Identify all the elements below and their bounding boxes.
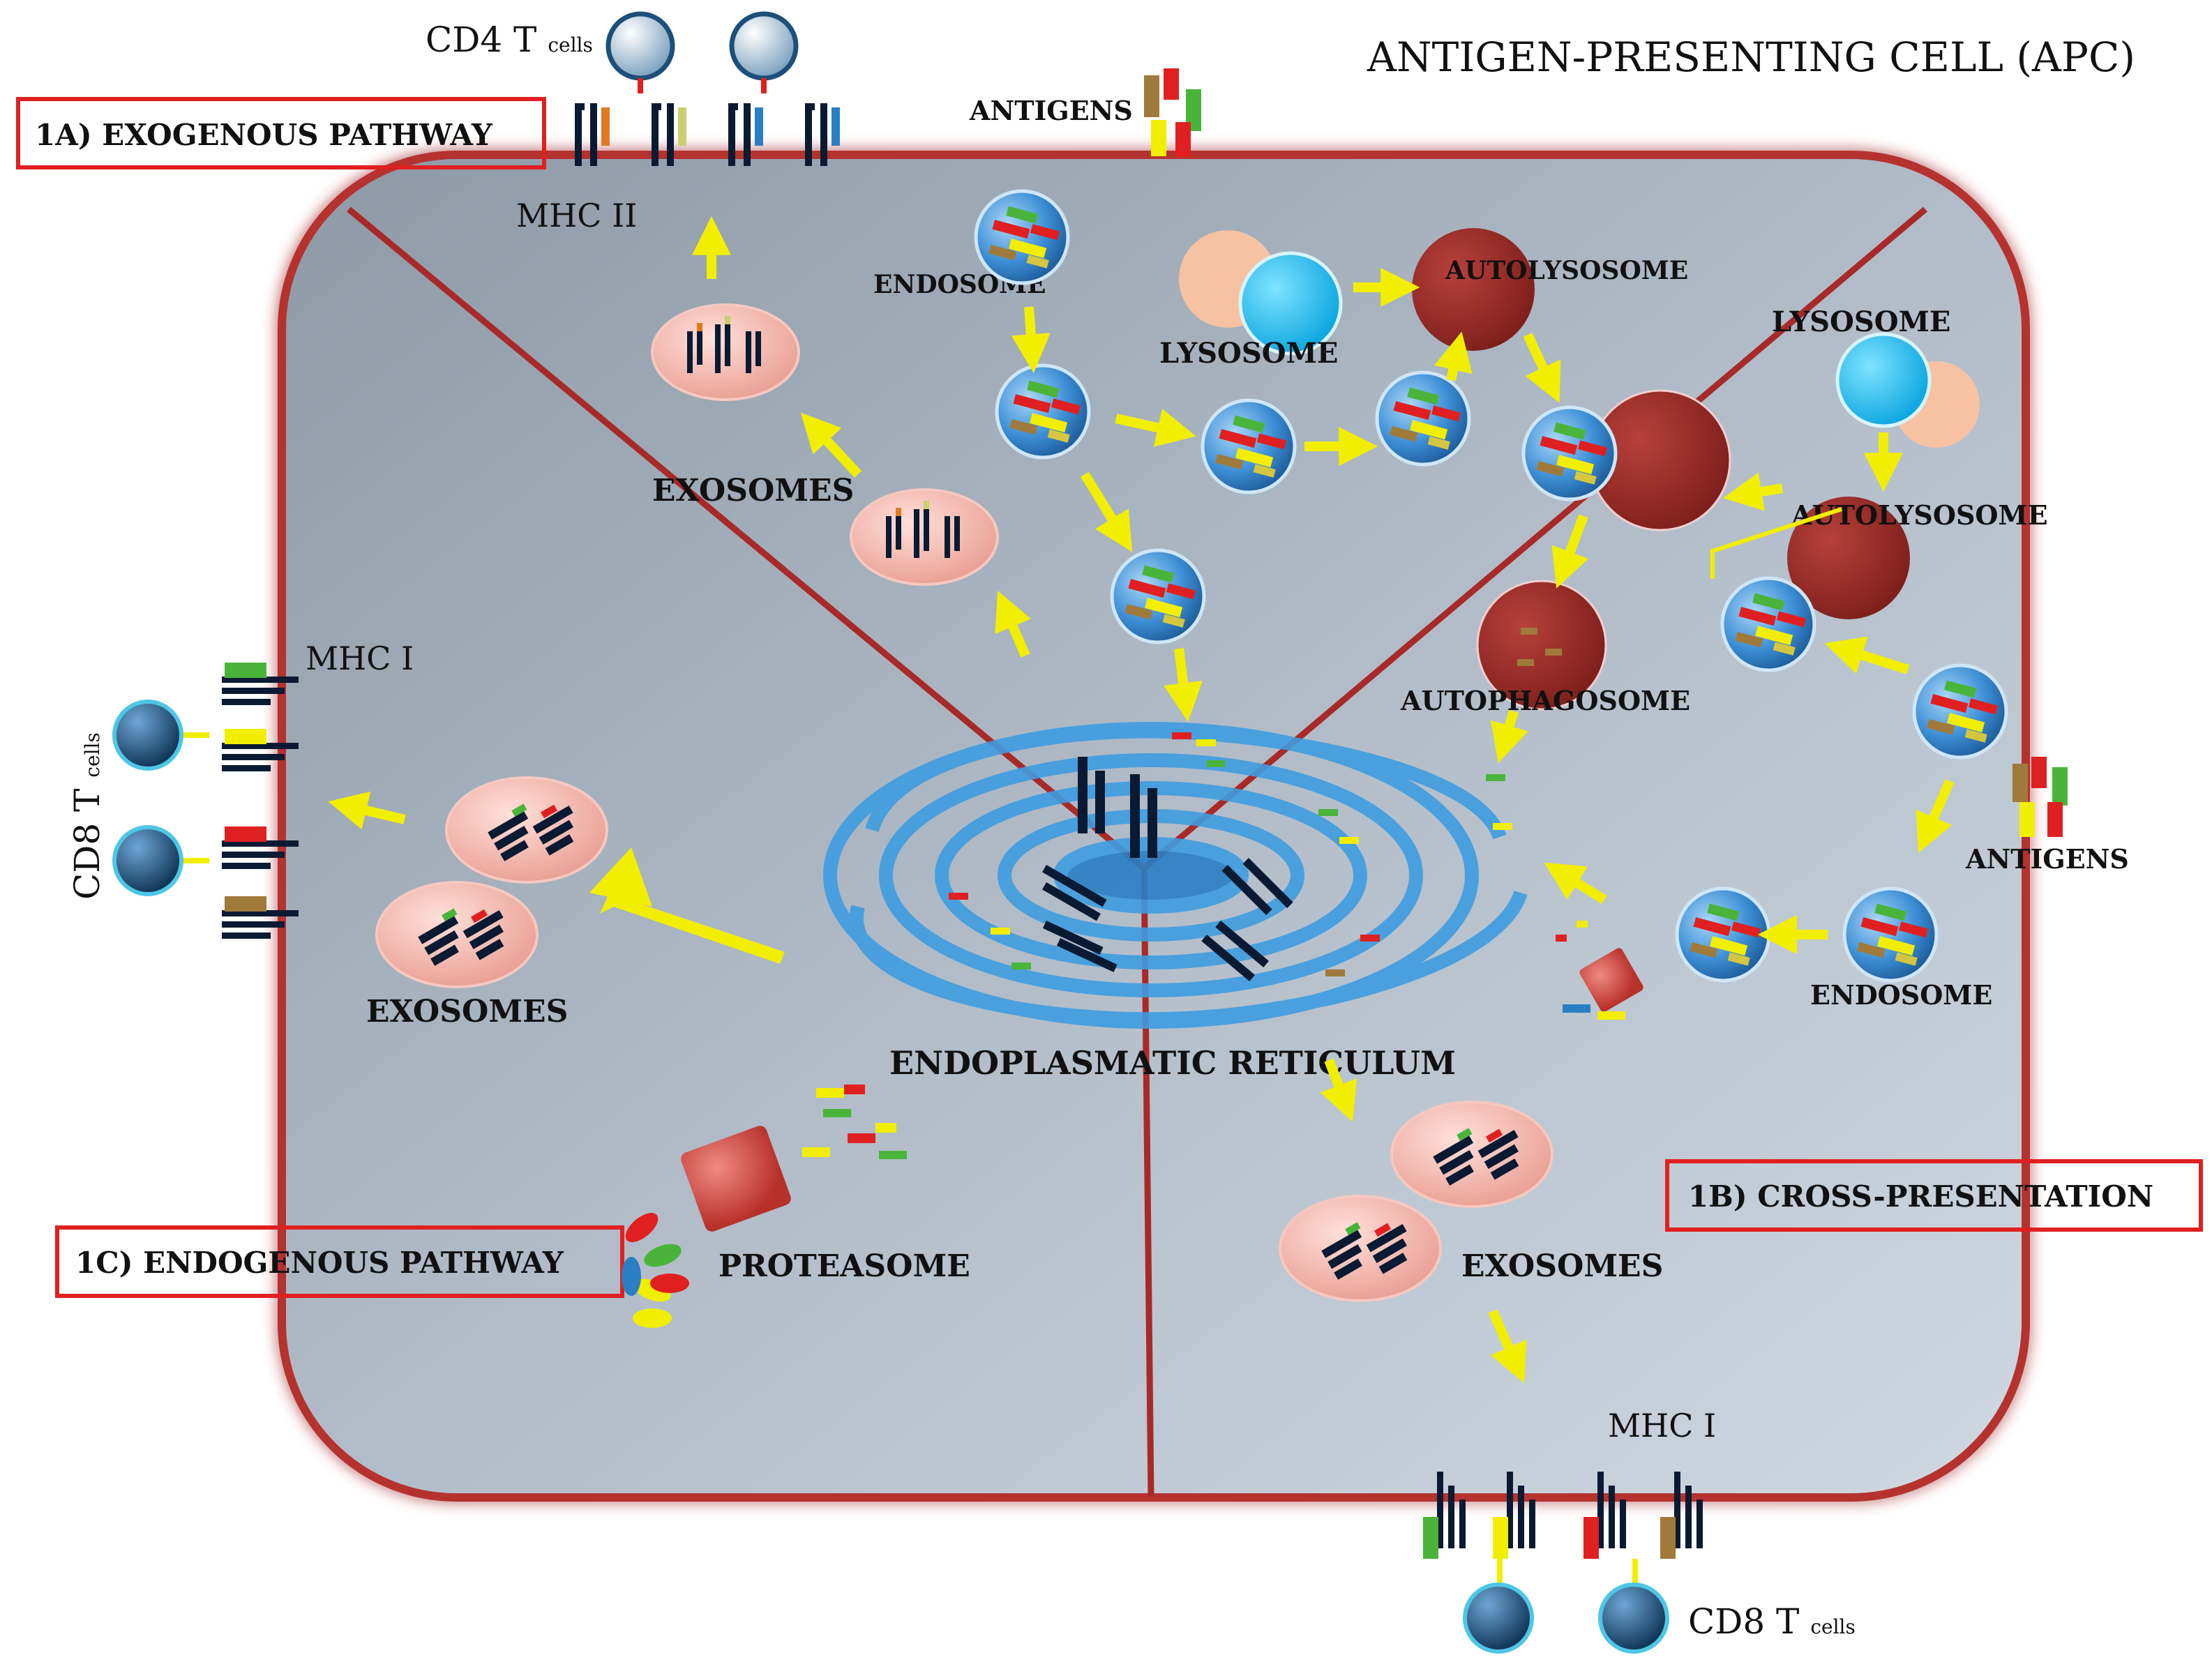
mhc-i-bottom-label: MHC I: [1608, 1407, 1716, 1444]
endogenous-pathway-label: 1C) ENDOGENOUS PATHWAY: [75, 1246, 564, 1280]
autolysosome-top-label: AUTOLYSOSOME: [1445, 256, 1688, 285]
exogenous-pathway-label: 1A) EXOGENOUS PATHWAY: [35, 118, 493, 152]
large-arrow-er-to-exosomes: [589, 847, 785, 964]
bracket: [1710, 507, 1842, 579]
vesicle-5: [1112, 550, 1204, 642]
antigens-right-label: ANTIGENS: [1965, 843, 2129, 875]
cd8-left-label: CD8 T cells: [67, 732, 107, 900]
exosome-mhc1-b1: [1390, 1101, 1553, 1208]
cross-presentation-box: [1665, 1159, 2203, 1232]
exosome-mhc1-l2: [375, 881, 539, 988]
autophagosome-label: AUTOPHAGOSOME: [1400, 685, 1690, 716]
figure-title: ANTIGEN-PRESENTING CELL (APC): [1367, 33, 2135, 81]
exosomes-left-label: EXOSOMES: [366, 994, 568, 1029]
vesicle-6: [1523, 407, 1616, 499]
autolysosome-top: [1412, 228, 1535, 351]
cd4-tcell-1: [608, 14, 672, 78]
exosomes-top-label: EXOSOMES: [652, 473, 854, 508]
endosome-right-label: ENDOSOME: [1810, 979, 1992, 1011]
er-mhc-molecules: [1042, 757, 1293, 982]
autolysosome-right-label: AUTOLYSOSOME: [1791, 499, 2048, 531]
cd4-tcell-1-stalk: [638, 78, 643, 93]
cd8-tcell-bottom-1: [1465, 1585, 1532, 1652]
mhc-ii-label: MHC II: [516, 197, 637, 234]
vesicle-7: [1722, 578, 1814, 670]
lysosome-right-label: LYSOSOME: [1772, 305, 1950, 338]
exosomes-bottom-label: EXOSOMES: [1461, 1248, 1663, 1284]
cd8-left-stalk-1: [181, 732, 209, 738]
cd8-tcell-left-1: [114, 702, 181, 769]
lysosome-top-label: LYSOSOME: [1159, 337, 1338, 370]
er-peptides: [949, 732, 1512, 976]
exosome-mhc2-lower: [850, 488, 999, 586]
mhc-i-left-label: MHC I: [306, 640, 414, 677]
exogenous-pathway-box: [16, 97, 546, 169]
er-label: ENDOPLASMATIC RETICULUM: [889, 1044, 1456, 1082]
cd8-tcell-bottom-2: [1600, 1585, 1667, 1652]
vesicle-4: [1377, 372, 1469, 465]
endosome-1: [976, 191, 1068, 283]
mhc-i-bottom: [1423, 1472, 1703, 1559]
pathway-arrows: [328, 216, 1955, 1384]
autophagosome-cargo: [1517, 628, 1562, 666]
cd4-tcell-label: CD4 T cells: [426, 20, 593, 60]
cd4-tcell-2-stalk: [761, 78, 767, 93]
antigens-top-label: ANTIGENS: [969, 95, 1133, 126]
antigens-right: [2012, 757, 2068, 837]
proteasome-label: PROTEASOME: [718, 1248, 970, 1284]
mhc-i-left: [222, 663, 299, 939]
cd8-tcell-left-2: [114, 827, 181, 894]
endogenous-pathway-box: [55, 1225, 624, 1298]
exosome-mhc2-upper: [651, 303, 800, 401]
vesicle-3: [1203, 400, 1295, 492]
proteasome-peptides: [802, 1085, 907, 1159]
proteasome: [622, 1126, 791, 1328]
cd4-tcell-2: [732, 14, 796, 78]
vesicle-8: [1914, 665, 2006, 757]
vesicle-9: [1677, 889, 1769, 981]
exosome-mhc1-l1: [445, 776, 608, 884]
lysosome-right: [1835, 332, 1932, 428]
antigens-top: [1144, 68, 1201, 157]
vesicle-2: [997, 365, 1089, 458]
endosome-2: [1844, 889, 1936, 981]
exosome-mhc1-b2: [1279, 1195, 1442, 1302]
autolysosome-right: [1787, 497, 1910, 619]
pathway-dividers: [347, 206, 1927, 1497]
cross-presentation-label: 1B) CROSS-PRESENTATION: [1688, 1179, 2153, 1214]
cd8-left-stalk-2: [181, 858, 209, 863]
lysosome-top: [1238, 251, 1343, 356]
proteasome-right: [1556, 921, 1643, 1020]
mhc-ii-surface: [575, 103, 840, 166]
cd8-bottom-stalk-2: [1632, 1559, 1638, 1587]
cd8-bottom-stalk-1: [1497, 1559, 1503, 1587]
cd8-bottom-label: CD8 T cells: [1688, 1601, 1856, 1642]
autophagosome: [1476, 580, 1607, 711]
